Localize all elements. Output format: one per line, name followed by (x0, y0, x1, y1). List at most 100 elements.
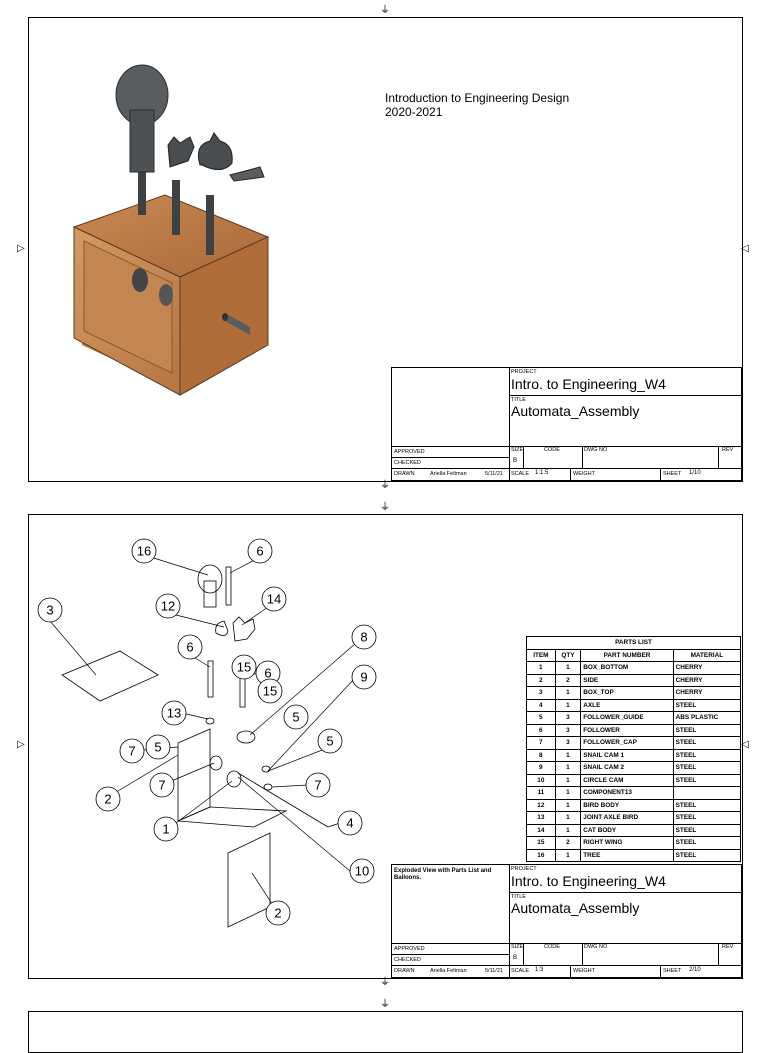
balloon-circle (349, 858, 375, 884)
balloon-circle (177, 634, 203, 660)
cell-qty: 1 (554, 773, 582, 787)
project-label-2: PROJECT (511, 866, 537, 872)
tree-trunk (129, 109, 155, 173)
balloon-callout: 7 (305, 772, 331, 798)
part-bird (215, 620, 229, 636)
balloon-callout: 5 (317, 728, 343, 754)
balloon-circle (317, 728, 343, 754)
cell-item: 8 (526, 748, 556, 762)
cell-qty: 3 (554, 736, 582, 750)
cell-material: CHERRY (672, 686, 742, 700)
balloon-circle (261, 586, 287, 612)
balloon-number: 4 (346, 816, 353, 831)
cam-2 (159, 284, 173, 306)
center-mark-left-1: ▷ (17, 243, 25, 254)
cell-material: STEEL (672, 773, 742, 787)
sheet-label-2: SHEET (663, 968, 682, 974)
cell-qty: 1 (554, 748, 582, 762)
drawn-by: Ariella Feltman (430, 471, 467, 477)
balloon-circle (351, 664, 377, 690)
balloon-number: 10 (355, 864, 369, 879)
rod-3 (206, 195, 214, 255)
balloon-circle (283, 704, 309, 730)
cell-item: 15 (526, 836, 556, 850)
drawing-title-2: Automata_Assembly (511, 900, 640, 916)
balloon-number: 5 (326, 734, 333, 749)
cell-qty: 1 (554, 811, 582, 825)
center-mark-right-2: ◁ (741, 739, 749, 750)
drawn-date-2: 5/11/21 (485, 968, 503, 974)
bird-wing (229, 166, 265, 182)
scale-label-2: SCALE (511, 968, 530, 974)
cell-qty: 1 (554, 848, 582, 862)
cell-qty: 1 (554, 823, 582, 837)
balloon-number: 15 (263, 684, 277, 699)
cell-qty: 1 (554, 786, 582, 800)
cell-qty: 1 (554, 761, 582, 775)
cell-item: 14 (526, 823, 556, 837)
cell-part-number: BIRD BODY (580, 798, 674, 812)
sheet-label: SHEET (663, 471, 682, 477)
weight-label-2: WEIGHT (573, 968, 595, 974)
title-label-2: TITLE (511, 894, 526, 900)
cell-item: 16 (526, 848, 556, 862)
course-title: Introduction to Engineering Design (385, 91, 570, 105)
course-year: 2020-2021 (385, 105, 443, 119)
cell-material: STEEL (672, 698, 742, 712)
cell-material: STEEL (672, 811, 742, 825)
balloon-circle (257, 678, 283, 704)
cell-qty: 2 (554, 836, 582, 850)
part-box-bottom (177, 806, 288, 828)
automata-isometric-view (72, 64, 270, 396)
checked-label: CHECKED (394, 460, 421, 466)
balloon-callout: 1 (153, 816, 179, 842)
header-item: ITEM (526, 648, 556, 662)
center-mark-top-2: ⏚ (380, 502, 390, 513)
part-cap-1 (261, 765, 271, 773)
balloon-circle (95, 786, 121, 812)
balloon-callout: 6 (247, 538, 273, 564)
project-name-2: Intro. to Engineering_W4 (511, 873, 666, 889)
dwg-label-2: DWG NO (584, 944, 608, 950)
cell-item: 7 (526, 736, 556, 750)
part-cat (232, 616, 256, 642)
cell-item: 9 (526, 761, 556, 775)
part-cam-2 (226, 770, 242, 788)
cell-material: STEEL (672, 848, 742, 862)
balloon-number: 3 (46, 603, 53, 618)
cell-item: 4 (526, 698, 556, 712)
part-box-top (61, 650, 159, 702)
part-follower-a (225, 566, 232, 606)
balloon-circle (119, 738, 145, 764)
cell-item: 3 (526, 686, 556, 700)
cell-qty: 3 (554, 723, 582, 737)
balloon-callout: 7 (149, 772, 175, 798)
balloon-circle (145, 734, 171, 760)
cell-part-number: TREE (580, 848, 674, 862)
drawn-label-2: DRAWN (394, 968, 415, 974)
part-cap-2 (263, 783, 273, 791)
title-label: TITLE (511, 397, 526, 403)
cell-item: 5 (526, 711, 556, 725)
cell-part-number: CAT BODY (580, 823, 674, 837)
code-label: CODE (544, 447, 560, 453)
part-tree (197, 564, 223, 594)
cell-item: 10 (526, 773, 556, 787)
balloon-circle (161, 700, 187, 726)
course-header: Introduction to Engineering Design 2020-… (385, 91, 569, 119)
title-block-1: PROJECT Intro. to Engineering_W4 TITLE A… (391, 367, 742, 481)
cell-qty: 1 (554, 798, 582, 812)
balloon-number: 16 (137, 544, 151, 559)
cell-part-number: CIRCLE CAM (580, 773, 674, 787)
cell-material: STEEL (672, 798, 742, 812)
drawing-title: Automata_Assembly (511, 403, 640, 419)
crank-axle (225, 313, 250, 335)
approved-label-2: APPROVED (394, 946, 425, 952)
rod-1 (138, 167, 146, 215)
